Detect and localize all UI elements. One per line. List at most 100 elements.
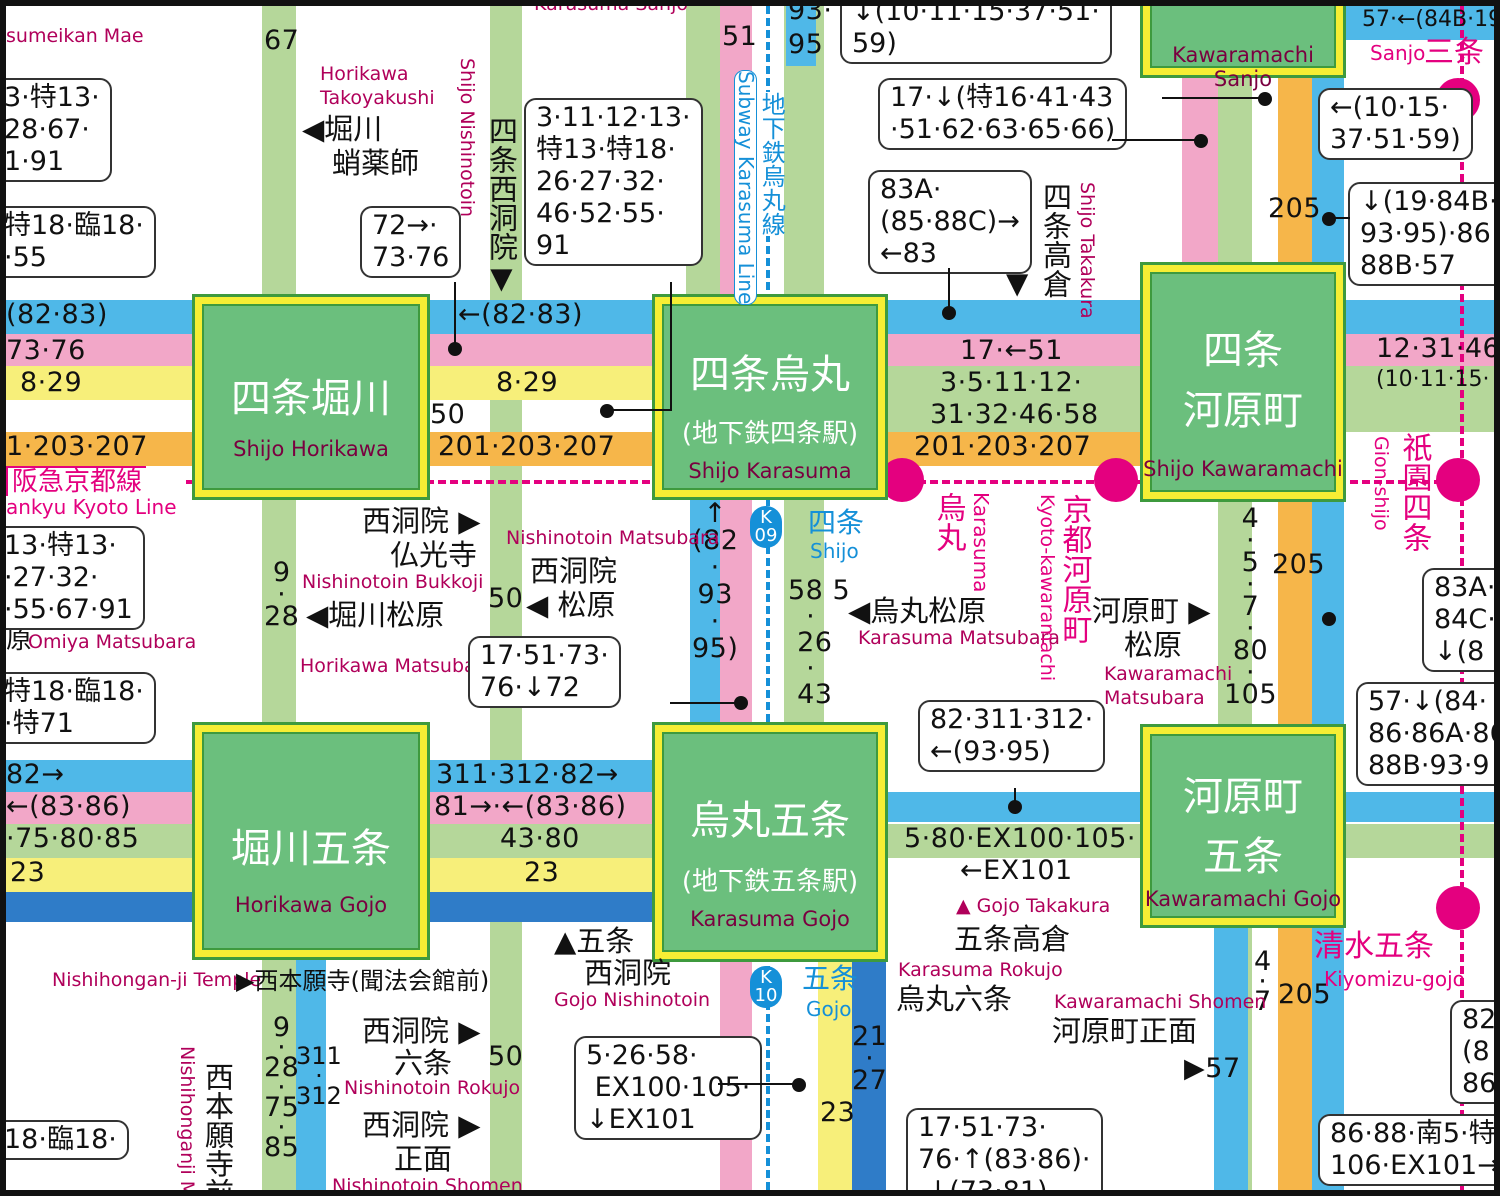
place-label: Nishinotoin Rokujo xyxy=(344,1077,521,1099)
stop-name-ja2: 河原町 xyxy=(1183,388,1303,434)
place-label: Nishihonganji Mae xyxy=(175,1046,198,1190)
band-v-blue-karasuma-n2 xyxy=(786,6,816,66)
bus-stop-dot[interactable] xyxy=(448,342,462,356)
bus-stop-dot[interactable] xyxy=(600,404,614,418)
route-label: 201·203·207 xyxy=(438,431,616,462)
place-label: ◀烏丸松原 xyxy=(848,594,987,628)
bus-stop-dot[interactable] xyxy=(942,306,956,320)
route-label: 58 5 · 26 · 43 xyxy=(788,575,851,710)
bus-stop-dot[interactable] xyxy=(1322,612,1336,626)
route-label: 311 · 312 xyxy=(296,1042,342,1110)
gion-shijo-station-dot xyxy=(1436,458,1480,502)
place-label: Shijo xyxy=(810,539,859,563)
leader-line xyxy=(1162,97,1260,99)
route-label: 23 xyxy=(10,857,46,888)
place-label: 四条高倉 xyxy=(1038,182,1073,298)
leader-line xyxy=(454,282,456,344)
route-label: 9 · 28 · 75 · 85 xyxy=(264,1012,300,1163)
route-box: 17·51·73· 76·↓72 xyxy=(468,636,621,708)
route-label: ←(82·83) xyxy=(458,299,583,330)
route-label: 205 xyxy=(1272,549,1326,580)
place-label: 烏丸 xyxy=(930,492,966,552)
stop-name-ja: 堀川五条 xyxy=(231,826,391,872)
stop-name-en: Karasuma Gojo xyxy=(690,907,850,931)
place-label: Sanjo xyxy=(1370,41,1426,65)
route-label: 50 xyxy=(488,583,524,614)
place-label: Karasuma Rokujo xyxy=(898,959,1063,981)
bus-stop-dot[interactable] xyxy=(1008,800,1022,814)
place-label: Gojo Nishinotoin xyxy=(554,989,711,1011)
leader-line xyxy=(1014,788,1016,802)
route-label: 31·32·46·58 xyxy=(930,399,1099,430)
place-label: Nishinotoin Matsubara xyxy=(506,527,720,549)
stop-horikawa-gojo[interactable]: 堀川五条 Horikawa Gojo xyxy=(192,722,430,960)
stop-kawaramachi-gojo[interactable]: 河原町 五条 Kawaramachi Gojo xyxy=(1140,724,1346,928)
route-label: 311·312·82→ xyxy=(436,759,619,790)
route-box: 86·88·南5·特 106·EX101→ xyxy=(1318,1114,1494,1186)
route-box: 特18·臨18· ·55 xyxy=(6,206,156,278)
bus-stop-dot[interactable] xyxy=(792,1078,806,1092)
band-v-orange-kawaramachi xyxy=(1278,66,1312,1190)
route-label: 73·76 xyxy=(6,335,86,366)
place-label: ◀ 松原 xyxy=(526,588,616,622)
place-label: Kawaramachi Shomen xyxy=(1054,991,1267,1013)
route-box: ↓(10·11·15·37·51· 59) xyxy=(840,6,1112,64)
subway-karasuma-line xyxy=(766,6,770,1190)
route-label: ←(83·86) xyxy=(6,791,131,822)
bus-stop-dot[interactable] xyxy=(1194,134,1208,148)
place-label: ankyu Kyoto Line xyxy=(6,495,177,519)
bus-stop-dot[interactable] xyxy=(1258,92,1272,106)
route-label: ·75·80·85 xyxy=(6,823,140,854)
stop-shijo-horikawa[interactable]: 四条堀川 Shijo Horikawa xyxy=(192,294,430,500)
stop-name-ja: 烏丸五条 xyxy=(690,798,850,844)
route-label: 8·29 xyxy=(496,367,559,398)
place-label: 河原町正面 xyxy=(1052,1014,1198,1048)
stop-shijo-karasuma[interactable]: 四条烏丸 (地下鉄四条駅) Shijo Karasuma xyxy=(652,294,888,500)
route-label: ←EX101 xyxy=(960,855,1073,886)
place-label: 河原町 ▶ xyxy=(1092,594,1211,628)
band-v-blue-kawaramachi xyxy=(1312,66,1344,1190)
place-label: 六条 xyxy=(394,1046,453,1080)
route-label: 5·80·EX100·105· xyxy=(904,823,1136,854)
leader-line xyxy=(718,1083,794,1085)
stop-kawaramachi-sanjo[interactable]: Kawaramachi Sanjo xyxy=(1140,6,1346,91)
route-box: 18·臨18· xyxy=(6,1120,129,1160)
route-box: 83A· 84C· ↓(8 xyxy=(1422,568,1494,672)
stop-name-ja: 四条烏丸 xyxy=(690,352,850,398)
stop-name-ja1: 河原町 xyxy=(1183,774,1303,820)
route-label: 17·←51 xyxy=(960,335,1063,366)
band-v-yellow-karasuma-s xyxy=(818,946,854,1190)
place-label: 西洞院 xyxy=(530,554,618,588)
stop-karasuma-gojo[interactable]: 烏丸五条 (地下鉄五条駅) Karasuma Gojo xyxy=(652,722,888,962)
leader-line xyxy=(670,702,736,704)
place-label: 五条 xyxy=(802,962,859,995)
place-label: Horikawa xyxy=(320,63,409,85)
stop-name-en: Kawaramachi Gojo xyxy=(1144,887,1342,911)
stop-shijo-kawaramachi[interactable]: 四条 河原町 Shijo Kawaramachi xyxy=(1140,262,1346,502)
band-v-green-horikawa xyxy=(262,6,296,1190)
route-box: 72→· 73·76 xyxy=(360,206,462,278)
place-label: Horikawa Matsubara xyxy=(300,655,496,677)
band-v-blue-karasuma-w xyxy=(690,496,720,736)
place-label: 西洞院 ▶ xyxy=(362,1108,481,1142)
place-label: Karasuma xyxy=(969,492,993,593)
place-label: 烏丸六条 xyxy=(896,982,1013,1016)
route-box: 57·↓(84· 86·86A·86 88B·93·9 xyxy=(1356,682,1494,786)
stop-name-en: Shijo Kawaramachi xyxy=(1143,457,1343,481)
band-v-green-nishinotoin xyxy=(490,6,522,1190)
stop-name-en: Shijo Karasuma xyxy=(688,459,852,483)
place-label: 正面 xyxy=(394,1142,453,1176)
band-v-darkblue-karasuma-s xyxy=(852,946,886,1190)
route-label: 21 · 27 xyxy=(852,1021,888,1096)
place-label: 松原 xyxy=(1124,628,1183,662)
route-box: 13·特13· ·27·32· ·55·67·91 xyxy=(6,526,145,630)
bus-stop-dot[interactable] xyxy=(1322,212,1336,226)
route-label: 50 xyxy=(488,1041,524,1072)
bus-stop-dot[interactable] xyxy=(734,696,748,710)
band-v-blue-sanjo-top xyxy=(1346,6,1494,40)
stop-name-ja: 四条堀川 xyxy=(231,376,391,422)
leader-line xyxy=(1112,139,1196,141)
place-label: 四条西洞院▼ xyxy=(484,116,519,295)
place-label: 地下鉄烏丸線 xyxy=(757,92,786,236)
route-label: (82·83) xyxy=(6,299,108,330)
